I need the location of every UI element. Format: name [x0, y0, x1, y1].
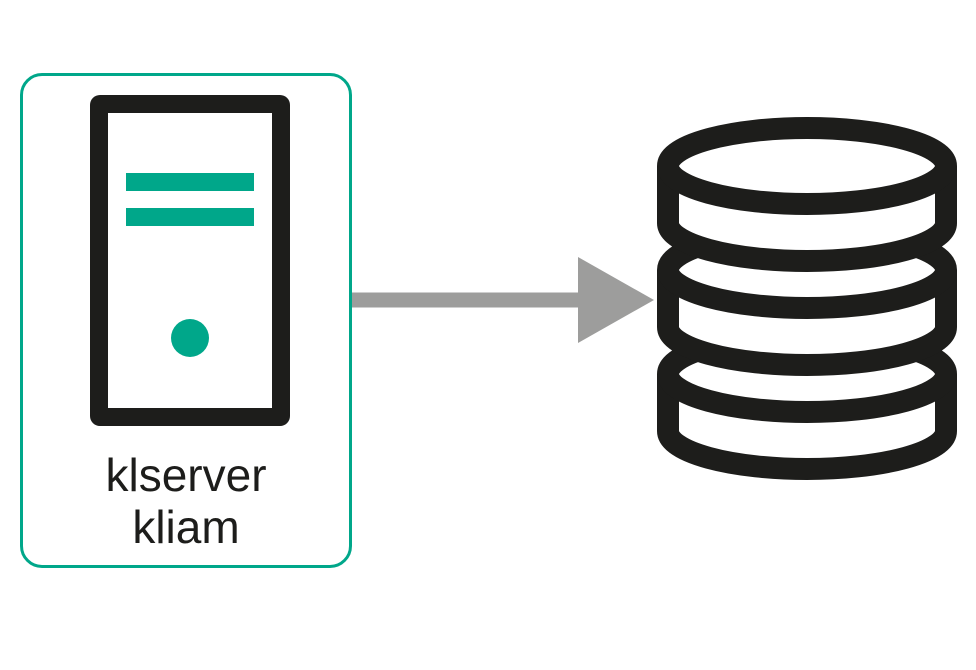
server-icon: [90, 95, 290, 426]
database-icon: [657, 117, 957, 480]
server-label: klserver kliam: [23, 449, 349, 553]
server-service-label: kliam: [132, 501, 240, 553]
server-node-card: klserver kliam: [20, 73, 352, 568]
server-power-dot-icon: [171, 319, 209, 357]
server-vent-bar-icon: [126, 208, 254, 226]
database-segment-top: [657, 117, 957, 272]
server-name-label: klserver: [105, 449, 267, 501]
server-vent-bar-icon: [126, 173, 254, 191]
arrow-right-icon: [352, 257, 654, 343]
